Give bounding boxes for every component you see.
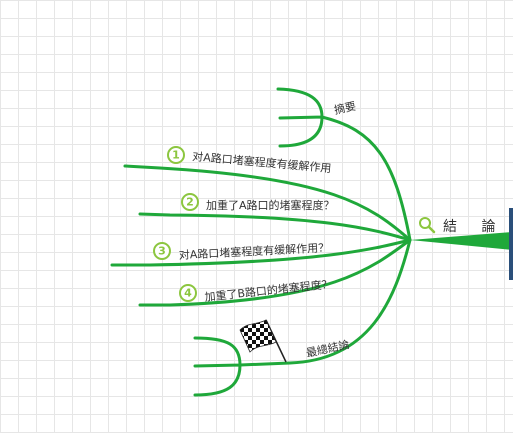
checkered-flag-icon [239,319,287,363]
branch-label-4[interactable]: 加重了B路口的堵塞程度？ [204,277,333,304]
number-badge-4-text: 4 [184,287,192,300]
number-badge-1: 1 [167,146,185,164]
branch-line-4 [138,238,412,307]
number-badge-2-text: 2 [186,196,194,209]
branch-line-3 [110,238,412,267]
magnifier-icon [419,217,436,234]
branch-line-summary [320,115,412,242]
number-badge-4: 4 [179,284,197,302]
number-badge-3: 3 [153,242,171,260]
fork-summary [276,87,324,148]
root-node-edge [509,208,513,280]
branch-line-1 [123,164,412,242]
number-badge-3-text: 3 [158,245,166,258]
branch-label-summary[interactable]: 摘要 [333,99,357,117]
root-connector [410,232,513,250]
number-badge-2: 2 [181,193,199,211]
root-label[interactable]: 結 論 [443,219,505,235]
branch-line-2 [138,212,412,242]
fork-final [193,336,242,397]
number-badge-1-text: 1 [172,149,180,162]
branch-label-2[interactable]: 加重了A路口的堵塞程度？ [206,198,335,212]
branch-lines [110,87,412,397]
branch-line-final [238,238,412,367]
